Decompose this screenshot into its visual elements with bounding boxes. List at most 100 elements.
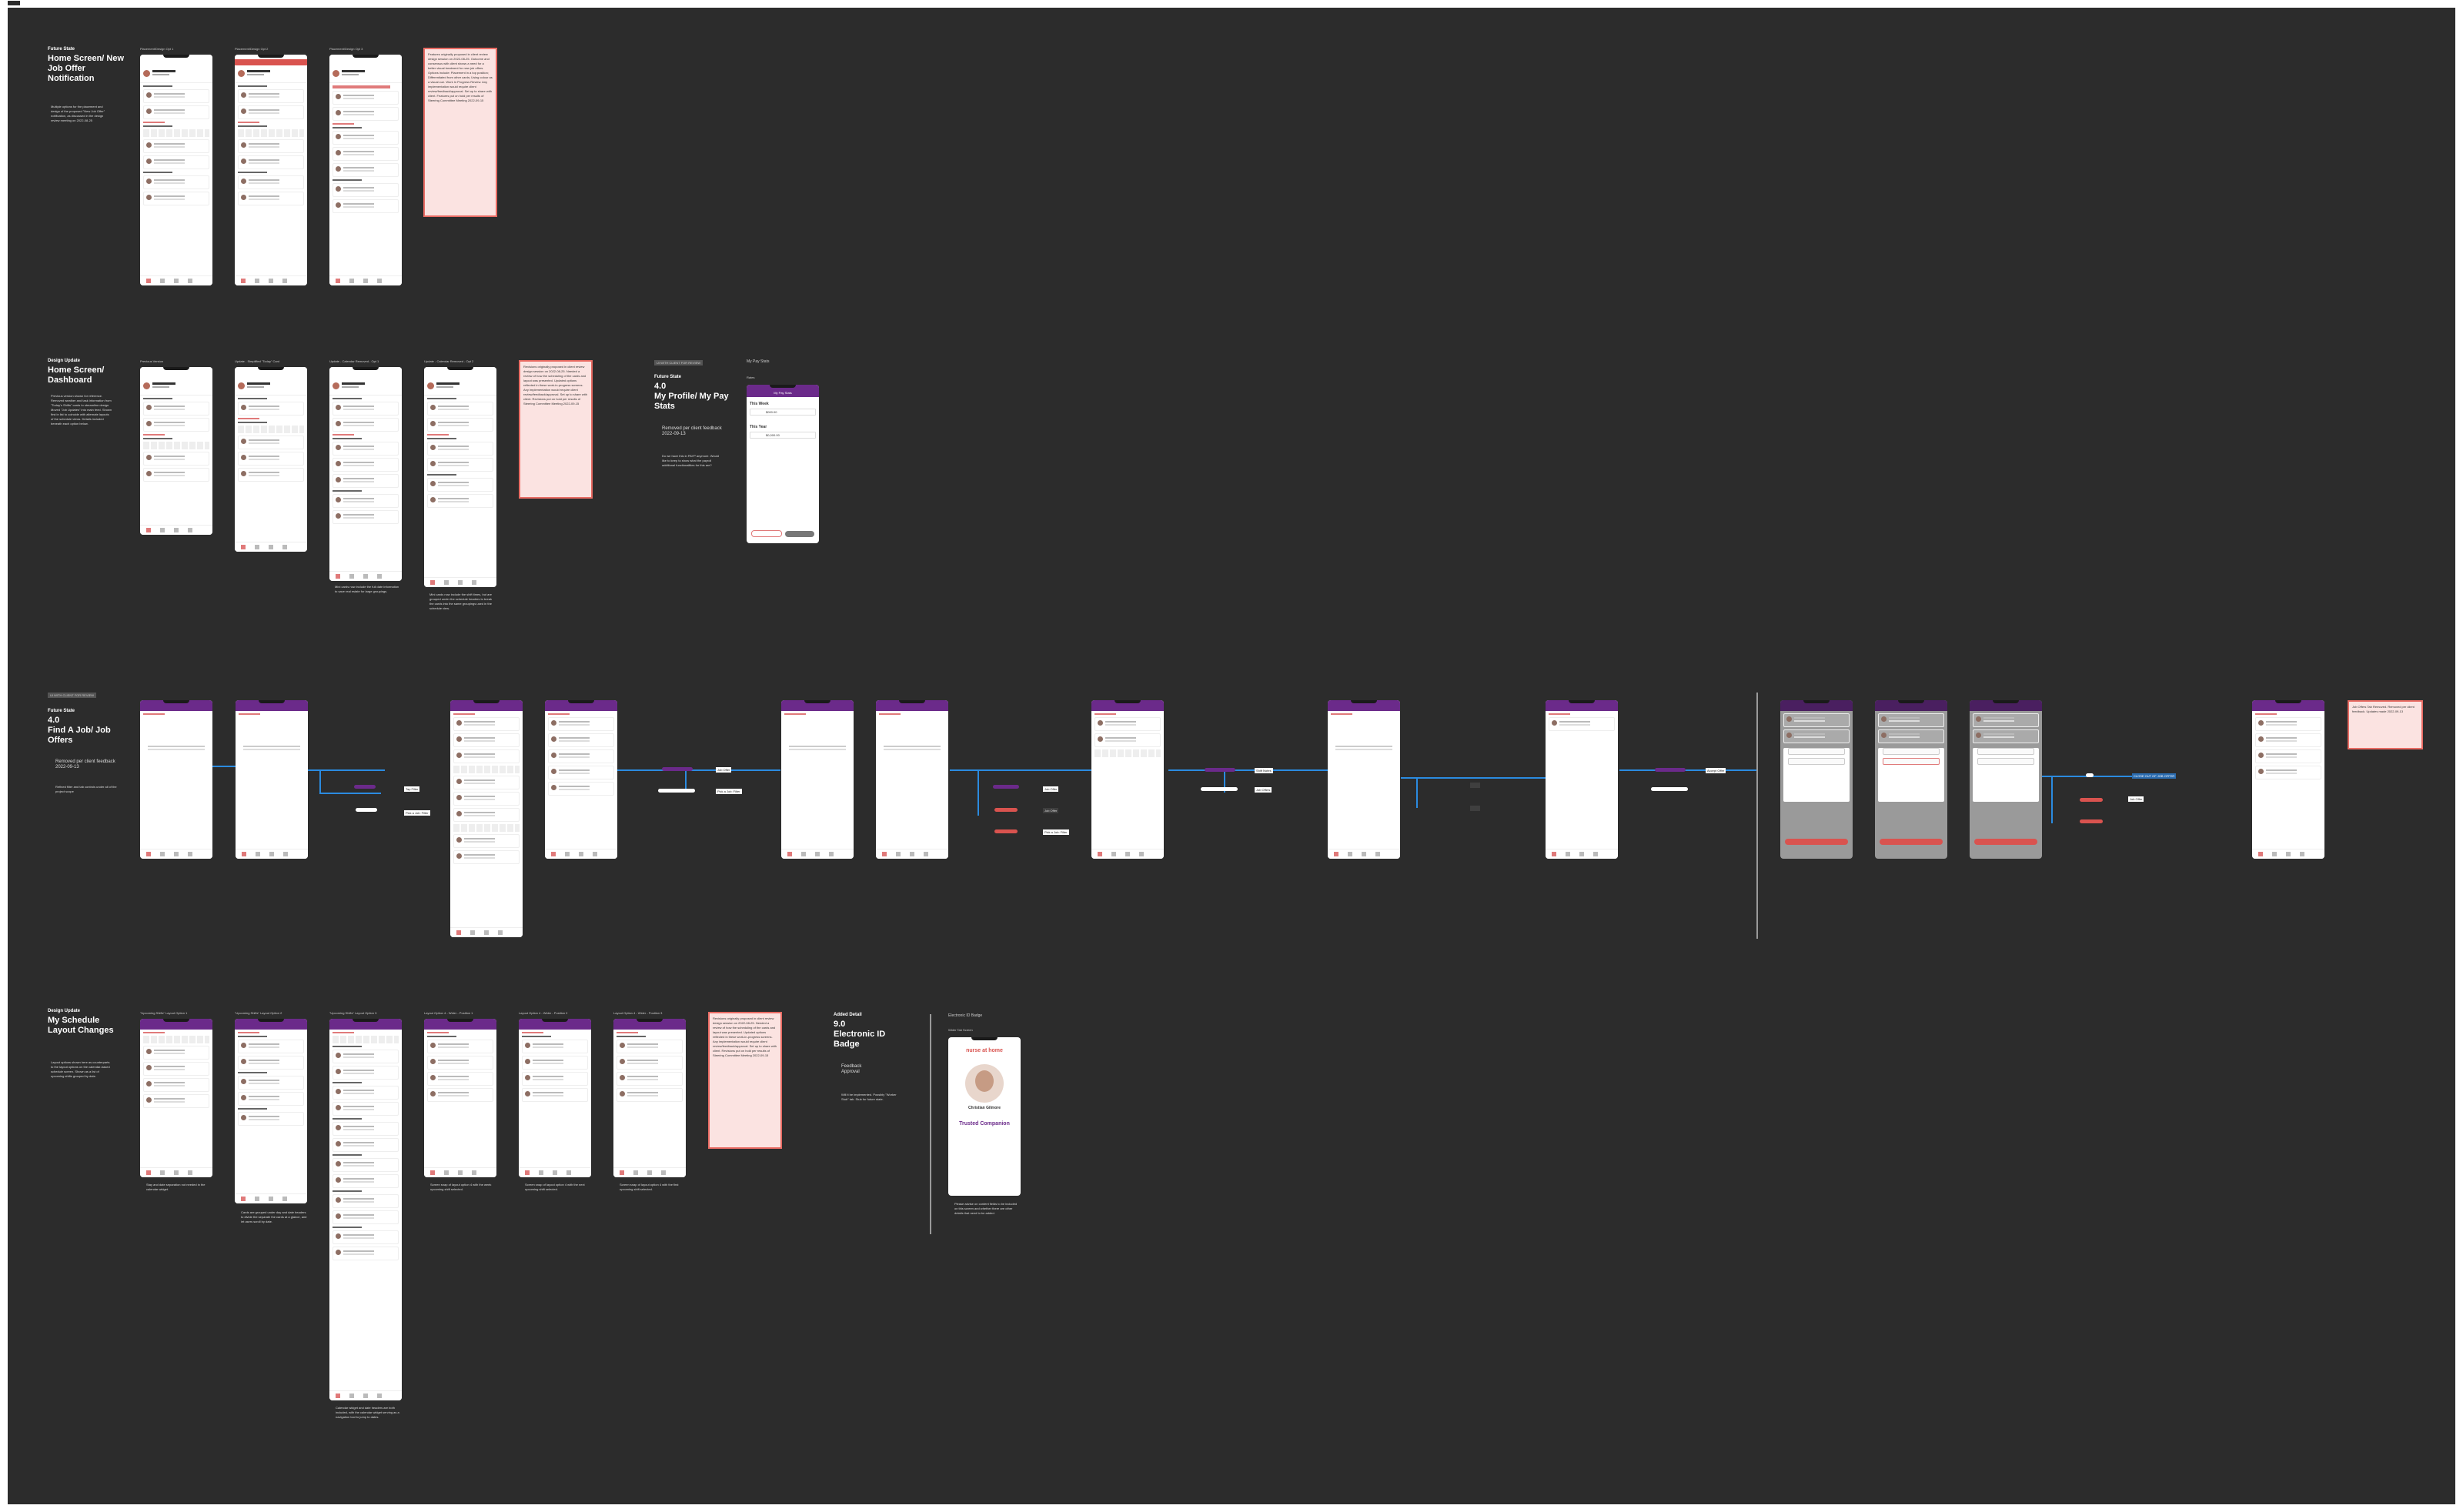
phone-mockup-modal[interactable] [1875, 700, 1947, 859]
flow-connector [2051, 776, 2053, 823]
primary-button[interactable] [785, 531, 814, 537]
frame-caption: Please advise on content fields to be in… [954, 1202, 1018, 1215]
flow-action-pill [662, 767, 693, 771]
flow-connector [212, 766, 236, 767]
flow-action-pill [1205, 768, 1235, 772]
section-eyebrow: Future State [48, 47, 75, 52]
frame-caption: Mini cards now include the shift times, … [429, 592, 492, 610]
phone-mockup-badge[interactable]: nurse at home Christian Gilmore Trusted … [948, 1037, 1021, 1196]
section-heading: My Profile/ My Pay Stats [654, 392, 729, 411]
flow-connector [685, 769, 687, 793]
section-title-schedule: Design Update My Schedule Layout Changes [48, 1008, 125, 1036]
flow-connector [1416, 777, 1418, 808]
phone-mockup[interactable] [235, 367, 307, 552]
section-title-job-offer: Future State Home Screen/ New Job Offer … [48, 46, 125, 84]
section-heading: My Schedule Layout Changes [48, 1016, 114, 1035]
frame-caption: Mini cards now include the full date inf… [335, 585, 399, 593]
flow-action-pill [1201, 787, 1238, 791]
flow-chip: Shift Notes [1255, 768, 1273, 773]
frame-caption: Screen snap of layout option 4 with the … [620, 1183, 679, 1191]
phone-mockup[interactable] [236, 700, 308, 859]
section-bullets: Feedback Approval [841, 1064, 903, 1075]
phone-mockup[interactable] [329, 367, 402, 581]
flow-action-pill [994, 808, 1018, 812]
phone-mockup[interactable] [1546, 700, 1618, 859]
section-heading: Electronic ID Badge [834, 1030, 886, 1049]
frame-label: Placement/Design Opt 3 [329, 47, 363, 51]
phone-mockup[interactable] [235, 1019, 307, 1203]
flow-connector [319, 793, 381, 794]
phone-mockup[interactable] [613, 1019, 686, 1177]
section-notes: Do we have this in PAYP anymore. Would l… [662, 454, 719, 467]
screen-title: My Pay Stats [747, 389, 819, 397]
review-note-box: Job Offers Tab Removed. Removed per clie… [2348, 700, 2423, 749]
badge-person-name: Christian Gilmore [968, 1106, 1001, 1110]
phone-mockup[interactable] [2252, 700, 2324, 859]
phone-mockup[interactable] [876, 700, 948, 859]
frame-caption: Calendar widget and date headers are bot… [336, 1406, 399, 1419]
section-heading: Home Screen/ New Job Offer Notification [48, 54, 125, 83]
section-eyebrow: Design Update [48, 1009, 81, 1013]
section-eyebrow: Design Update [48, 359, 81, 363]
phone-mockup-modal[interactable] [1970, 700, 2042, 859]
flow-connector [1224, 769, 1225, 793]
phone-mockup-pay-stats[interactable]: My Pay Stats This Week $000.00 This Year… [747, 385, 819, 543]
flow-action-pill [993, 785, 1019, 789]
phone-mockup[interactable] [545, 700, 617, 859]
pay-section-heading: This Year [750, 425, 767, 429]
section-number: 9.0 [834, 1020, 846, 1029]
frame-label: Layout Option 4 - Wider - Position 2 [519, 1011, 568, 1015]
section-heading: Find A Job/ Job Offers [48, 726, 111, 745]
phone-mockup[interactable] [781, 700, 854, 859]
flow-chip: CLOSE OUT OF JOB OFFER [2132, 773, 2177, 779]
badge-role: Trusted Companion [959, 1121, 1010, 1126]
section-notes: Previous version shown for reference. Re… [51, 394, 112, 426]
frame-label: Update - Calendar Removed - Opt 2 [424, 359, 474, 363]
frame-label: Update - Calendar Removed - Opt 1 [329, 359, 379, 363]
flow-action-pill [356, 808, 377, 812]
flow-chip: Job Offers [1255, 787, 1272, 793]
flow-action-pill [2080, 798, 2103, 802]
phone-mockup[interactable] [235, 55, 307, 285]
phone-mockup[interactable] [140, 55, 212, 285]
design-canvas[interactable]: Future State Home Screen/ New Job Offer … [8, 8, 2455, 1504]
flow-connector [950, 769, 1096, 771]
avatar [965, 1064, 1004, 1103]
flow-action-pill [994, 829, 1018, 833]
phone-mockup[interactable] [450, 700, 523, 937]
flow-action-pill [1651, 787, 1688, 791]
flow-action-pill [1655, 768, 1686, 772]
flow-action-pill [658, 789, 695, 793]
frame-label: Layout Option 4 - Wider - Position 1 [424, 1011, 473, 1015]
bullet: Approval [841, 1070, 860, 1074]
phone-mockup[interactable] [329, 1019, 402, 1400]
note-text: Revisions originally proposed in client … [523, 365, 587, 406]
frame-label: Layout Option 4 - Wider - Position 3 [613, 1011, 663, 1015]
flow-chip: Job Offer [1043, 808, 1059, 813]
phone-mockup-modal[interactable] [1780, 700, 1853, 859]
section-notes: Refined filter and tab controls under al… [55, 785, 117, 793]
secondary-button[interactable] [751, 530, 782, 537]
frame-label: Previous Version [140, 359, 164, 363]
frame-label: My Pay Stats [747, 359, 770, 364]
flow-chip: Pick a Job: Filter [1043, 829, 1069, 835]
frame-label: "Upcoming Shifts" Layout Option 2 [235, 1011, 282, 1015]
flow-chip: Job Offer [2128, 796, 2144, 802]
phone-mockup[interactable] [519, 1019, 591, 1177]
frame-label: "Upcoming Shifts" Layout Option 3 [329, 1011, 377, 1015]
phone-mockup[interactable] [140, 367, 212, 535]
phone-mockup[interactable] [1328, 700, 1400, 859]
review-note-box: Revisions originally proposed in client … [708, 1012, 782, 1149]
phone-mockup[interactable] [1091, 700, 1164, 859]
flow-chip [1470, 806, 1480, 811]
pay-value: $000.00 [750, 409, 816, 416]
phone-mockup[interactable] [140, 700, 212, 859]
phone-mockup[interactable] [424, 367, 496, 587]
frame-label: Update - Simplified "Today" Card [235, 359, 280, 363]
phone-mockup[interactable] [140, 1019, 212, 1177]
flow-connector [308, 769, 385, 771]
flow-connector [978, 769, 979, 816]
phone-mockup[interactable] [424, 1019, 496, 1177]
phone-mockup[interactable] [329, 55, 402, 285]
flow-connector [611, 769, 780, 771]
